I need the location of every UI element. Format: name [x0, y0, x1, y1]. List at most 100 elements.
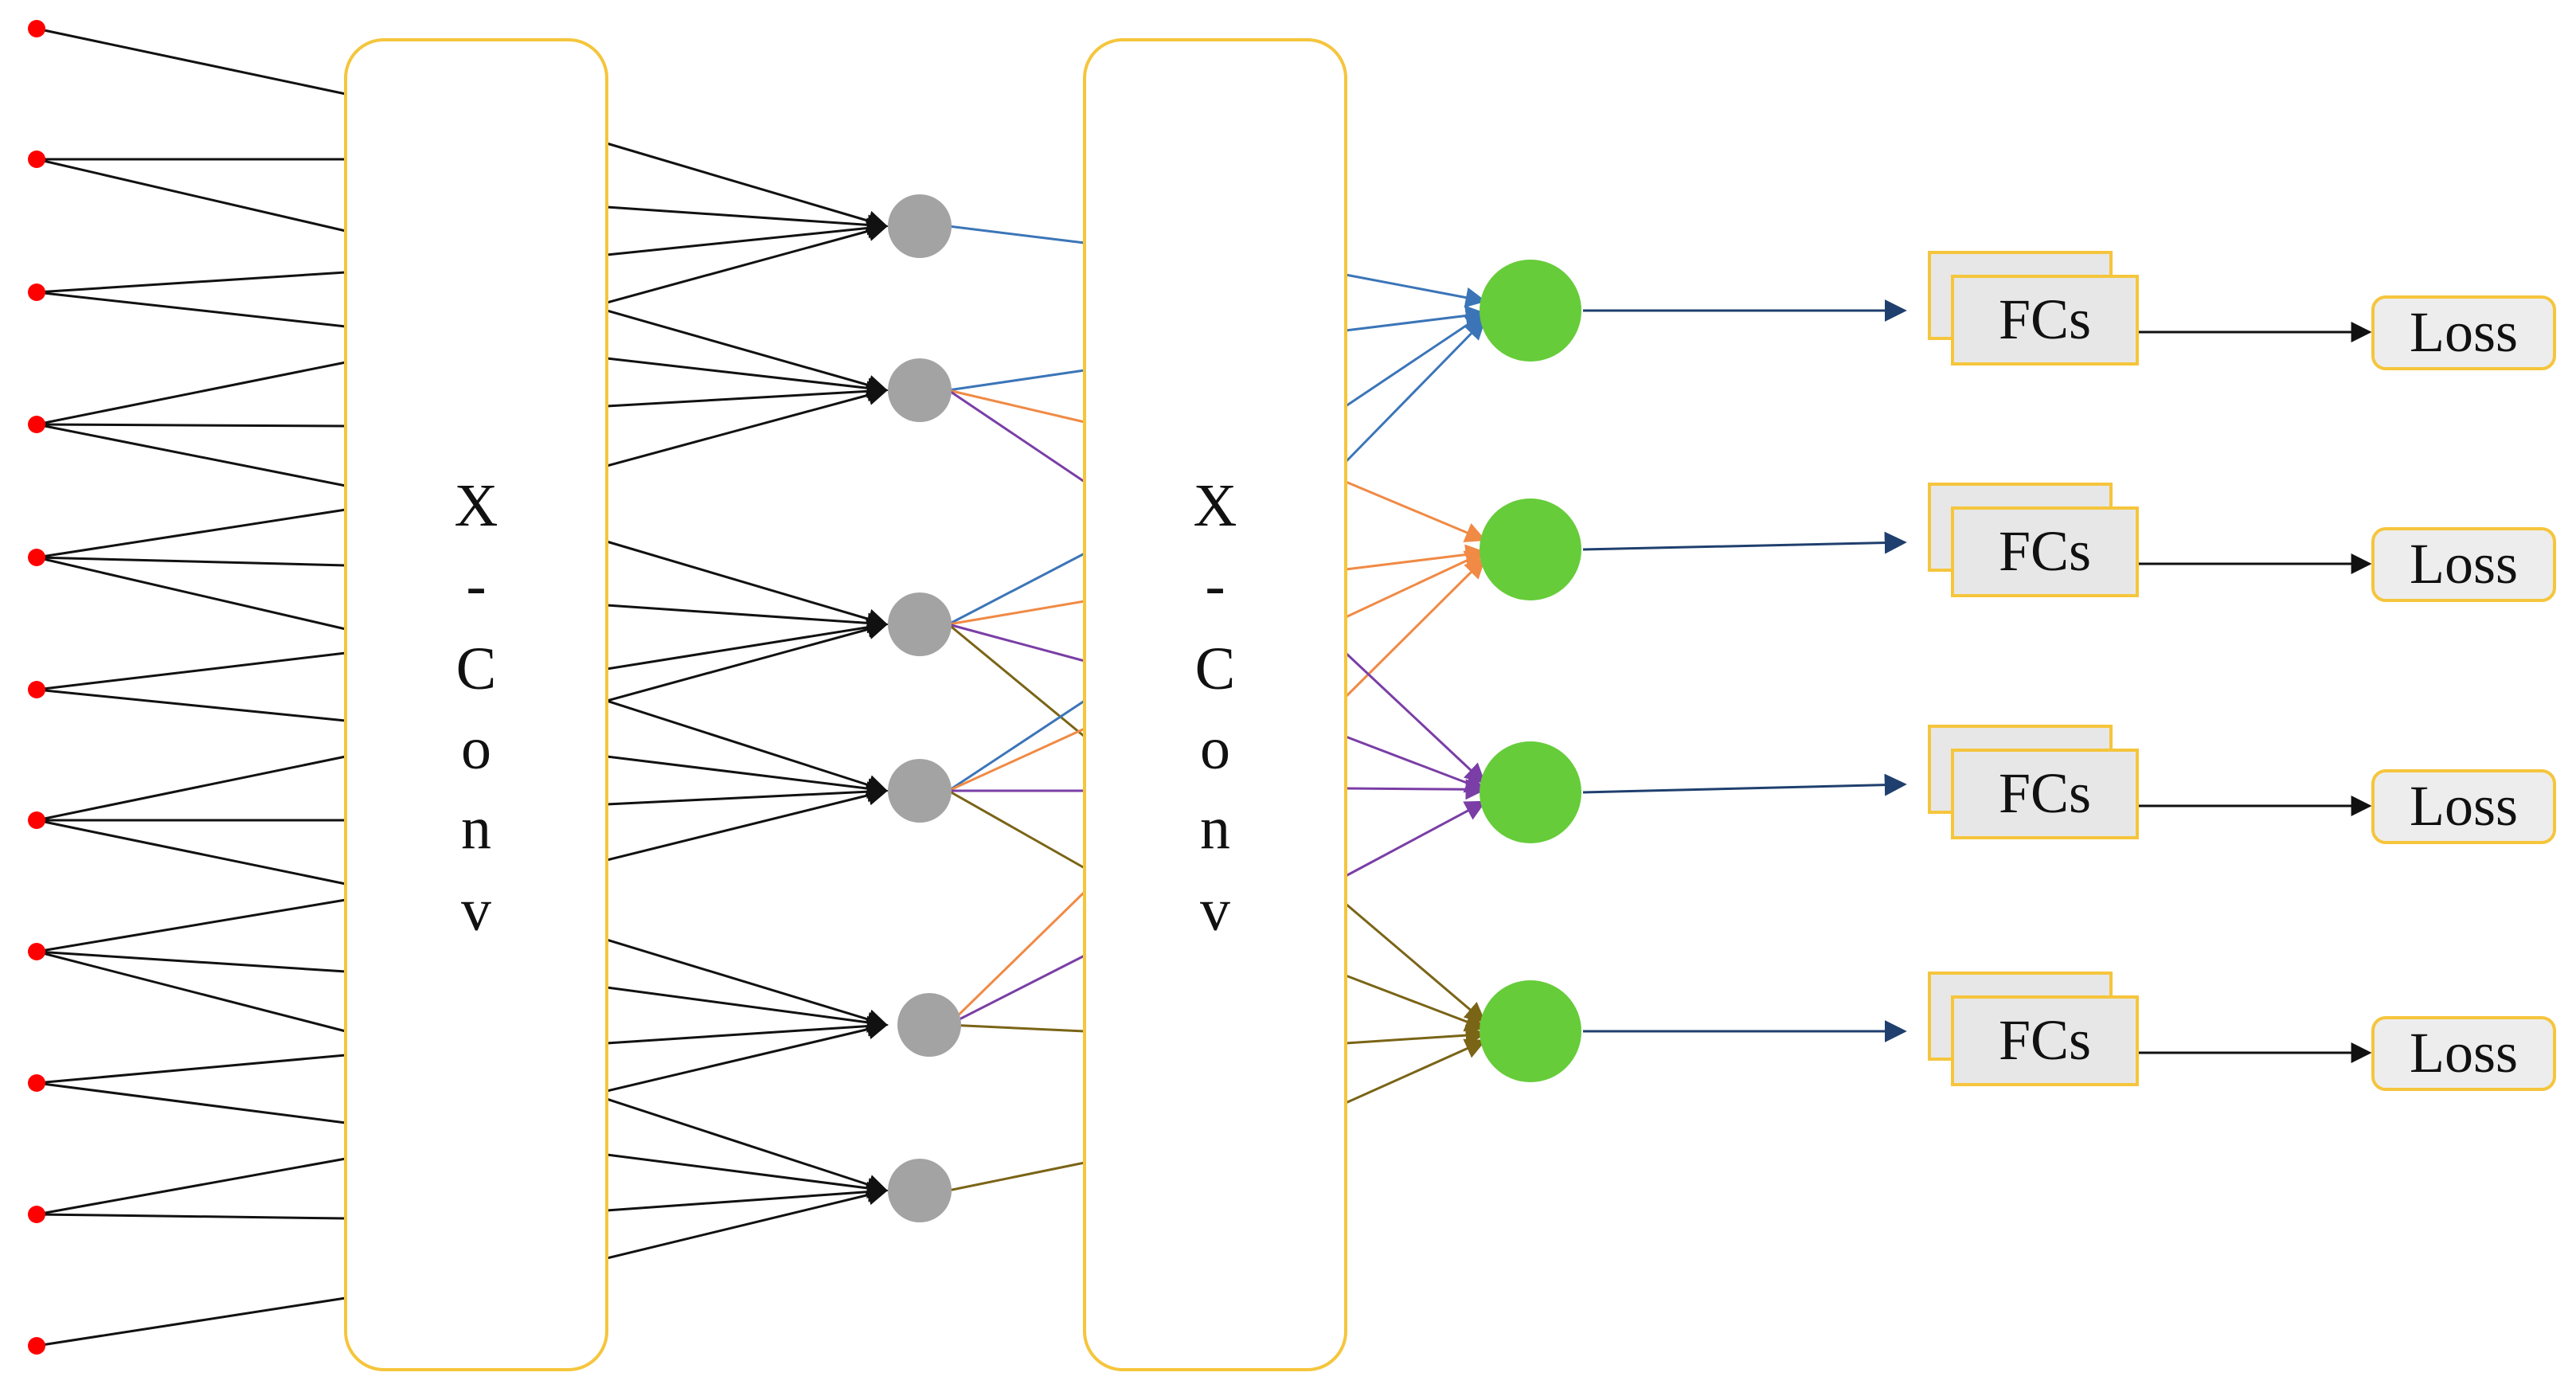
box1-to-node-edge-4-0 — [606, 938, 889, 1030]
box2-to-output-edge-3-2 — [1345, 1025, 1487, 1046]
fc-label-2: FCs — [1999, 761, 2091, 825]
box1-to-node-edge-0-3 — [606, 221, 889, 304]
box1-to-node-edge-4-3 — [606, 1019, 889, 1093]
hidden-node-1 — [888, 358, 952, 422]
box2-to-output-edge-3-0 — [1345, 902, 1486, 1023]
output-node-0 — [1480, 260, 1581, 362]
xconv-box-2 — [1083, 38, 1347, 1371]
input-edge-6-0 — [36, 755, 346, 822]
hidden-node-2 — [888, 592, 952, 656]
input-edge-5-0 — [36, 651, 346, 691]
xconv-2-letter-0: X — [1194, 472, 1237, 539]
input-point-7 — [28, 943, 45, 960]
box2-to-output-edge-1-1 — [1345, 544, 1487, 571]
output-node-2 — [1480, 741, 1581, 843]
node-to-box2-edge-2 — [948, 389, 1085, 424]
box2-to-output-edge-1-3 — [1344, 557, 1486, 698]
loss-box-2 — [2371, 769, 2556, 844]
loss-box-0 — [2371, 295, 2556, 370]
box-layer — [344, 38, 2556, 1371]
box1-to-node-edge-3-2 — [606, 781, 889, 806]
box2-to-output-edge-0-3 — [1344, 319, 1486, 463]
box2-to-output-edge-0-2 — [1345, 312, 1487, 408]
node-to-box2-edge-14 — [948, 1023, 1085, 1033]
fc-box-2 — [1951, 749, 2139, 839]
loss-box-1 — [2371, 527, 2556, 602]
input-edge-2-1 — [36, 291, 346, 328]
fc-label-1: FCs — [1999, 519, 2091, 583]
box1-to-node-edge-1-1 — [606, 357, 889, 399]
fc-box-1 — [1951, 506, 2139, 597]
loss-label-3: Loss — [2410, 1021, 2518, 1085]
node-layer — [28, 20, 1581, 1355]
node-to-box2-edge-6 — [948, 623, 1085, 663]
box1-to-node-edge-3-1 — [606, 755, 889, 800]
node-to-box2-edge-7 — [948, 623, 1085, 738]
xconv-2-letter-3: o — [1200, 715, 1230, 782]
xconv-2-letter-4: n — [1200, 795, 1230, 862]
node-to-box2-edge-1 — [948, 369, 1085, 392]
loss-label-0: Loss — [2410, 300, 2518, 364]
input-edge-3-0 — [36, 361, 346, 426]
input-edge-1-1 — [36, 158, 346, 233]
box1-to-node-edge-0-1 — [606, 205, 889, 236]
fc-box-0 — [1951, 275, 2139, 366]
hidden-node-4 — [897, 993, 961, 1057]
xconv-1-letter-1: - — [466, 552, 486, 619]
input-point-8 — [28, 1074, 45, 1092]
xconv-2-letter-5: v — [1200, 877, 1230, 944]
xconv-1-letter-4: n — [461, 795, 491, 862]
box2-to-output-edge-3-1 — [1345, 974, 1487, 1032]
input-point-10 — [28, 1337, 45, 1355]
box1-to-node-edge-3-3 — [606, 785, 889, 862]
box1-to-node-edge-1-2 — [606, 381, 889, 408]
fc-box-3 — [1951, 995, 2139, 1086]
input-edge-4-2 — [36, 556, 346, 631]
box1-to-node-edge-0-2 — [606, 217, 889, 256]
box2-to-output-edge-2-3 — [1345, 800, 1487, 878]
box1-to-node-edge-1-0 — [606, 309, 889, 396]
node-to-box2-edge-4 — [948, 552, 1085, 626]
box2-to-output-edge-2-1 — [1345, 735, 1487, 793]
fc-label-3: FCs — [1999, 1008, 2091, 1072]
input-edge-3-1 — [36, 423, 346, 428]
input-point-5 — [28, 681, 45, 698]
output-to-fc-arrow-1 — [1582, 531, 1907, 554]
node-to-box2-edge-15 — [948, 1161, 1085, 1192]
node-to-box2-edge-5 — [948, 600, 1085, 626]
box2-to-output-edge-2-2 — [1345, 779, 1487, 800]
fc-label-0: FCs — [1999, 287, 2091, 351]
node-to-box2-edge-13 — [948, 954, 1085, 1026]
box1-to-node-edge-2-3 — [606, 619, 889, 702]
input-edge-9-0 — [36, 1157, 346, 1216]
box1-to-node-edge-5-3 — [606, 1184, 889, 1260]
box1-to-node-edge-0-0 — [606, 142, 889, 231]
node-to-box2-edge-12 — [947, 890, 1086, 1026]
hidden-node-0 — [888, 194, 952, 258]
node-to-box2-edge-9 — [948, 727, 1085, 792]
input-point-6 — [28, 811, 45, 829]
node-to-box2-edge-0 — [948, 225, 1085, 244]
xconv-1-letter-2: C — [456, 635, 497, 702]
input-edge-5-1 — [36, 688, 346, 722]
xconv-2-letter-2: C — [1195, 635, 1236, 702]
xconv-1-letter-5: v — [461, 877, 491, 944]
loss-label-2: Loss — [2410, 774, 2518, 838]
box1-to-node-edge-3-0 — [606, 699, 889, 796]
box1-to-node-edge-2-0 — [606, 540, 889, 629]
input-point-9 — [28, 1206, 45, 1223]
input-edge-8-0 — [36, 1054, 346, 1085]
output-to-fc-arrow-2 — [1582, 773, 1907, 796]
output-node-3 — [1480, 980, 1581, 1082]
input-point-4 — [28, 549, 45, 566]
input-point-1 — [28, 151, 45, 168]
xconv-1-letter-3: o — [461, 715, 491, 782]
loss-box-3 — [2371, 1016, 2556, 1091]
input-edge-0-0 — [36, 27, 346, 96]
input-point-0 — [28, 20, 45, 37]
box2-to-output-edge-1-0 — [1345, 480, 1487, 542]
output-node-1 — [1480, 499, 1581, 600]
node-to-box2-edge-8 — [948, 699, 1085, 792]
